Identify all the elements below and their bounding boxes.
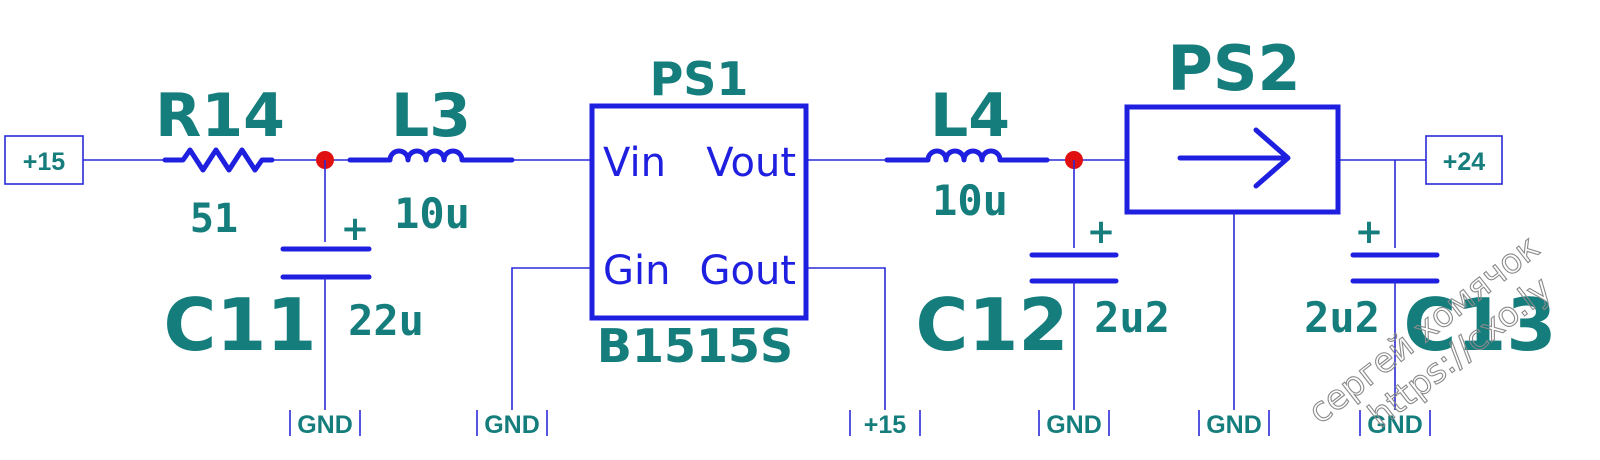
c13-ref-label: C13 — [1403, 283, 1556, 367]
converter-ps1: PS1 Vin Vout Gin Gout B1515S — [589, 52, 809, 373]
ps1-pin-vout: Vout — [706, 140, 796, 186]
gnd-label-c13: GND — [1367, 411, 1423, 439]
ground-symbol-ps2: GND — [1198, 410, 1270, 439]
l3-ref-label: L3 — [391, 81, 471, 151]
gnd-label-c11: GND — [297, 411, 353, 439]
capacitor-c11: + C11 22u — [163, 160, 424, 410]
c12-polarity-mark: + — [1087, 212, 1116, 252]
ps1-part-label: B1515S — [597, 319, 793, 373]
l4-value-label: 10u — [932, 176, 1008, 225]
ps2-ref-label: PS2 — [1167, 32, 1300, 105]
resistor-r14: R14 51 — [155, 81, 285, 242]
c11-polarity-mark: + — [341, 209, 370, 249]
gnd-label-ps2: GND — [1206, 411, 1262, 439]
ps1-pin-vin: Vin — [603, 140, 666, 186]
l3-value-label: 10u — [394, 189, 470, 238]
c11-ref-label: C11 — [163, 283, 316, 367]
ps1-ref-label: PS1 — [650, 52, 749, 106]
ground-symbol-c11: GND — [289, 410, 361, 439]
c12-value-label: 2u2 — [1094, 293, 1170, 342]
rail-label-ps1-gout: +15 — [864, 411, 907, 439]
ps1-pin-gout: Gout — [699, 248, 796, 294]
net-port-input: +15 — [4, 135, 84, 185]
net-label-output: +24 — [1443, 148, 1486, 176]
ground-symbol-c12: GND — [1038, 410, 1110, 439]
c11-value-label: 22u — [348, 296, 424, 345]
capacitor-c12: + C12 2u2 — [915, 160, 1170, 410]
inductor-l3: L3 10u — [347, 81, 515, 238]
c13-value-label: 2u2 — [1304, 293, 1380, 342]
net-label-input: +15 — [23, 148, 66, 176]
inductor-l4: L4 10u — [884, 81, 1050, 225]
l4-ref-label: L4 — [930, 81, 1010, 151]
r14-ref-label: R14 — [155, 81, 285, 151]
rail-symbol-ps1-gout: +15 — [849, 410, 921, 439]
net-port-output: +24 — [1425, 135, 1503, 185]
ps1-pin-gin: Gin — [603, 248, 670, 294]
gnd-label-c12: GND — [1046, 411, 1102, 439]
ps1-ground-wires — [511, 267, 886, 410]
ground-symbol-ps1-gin: GND — [476, 410, 548, 439]
arrow-head-icon — [1253, 127, 1291, 189]
r14-value-label: 51 — [190, 196, 238, 242]
gnd-label-ps1-gin: GND — [484, 411, 540, 439]
c13-polarity-mark: + — [1355, 212, 1384, 252]
converter-ps2: PS2 — [1124, 32, 1341, 410]
capacitor-c13: + C13 2u2 — [1304, 160, 1557, 410]
c12-ref-label: C12 — [915, 283, 1068, 367]
ground-symbol-c13: GND — [1359, 410, 1431, 439]
